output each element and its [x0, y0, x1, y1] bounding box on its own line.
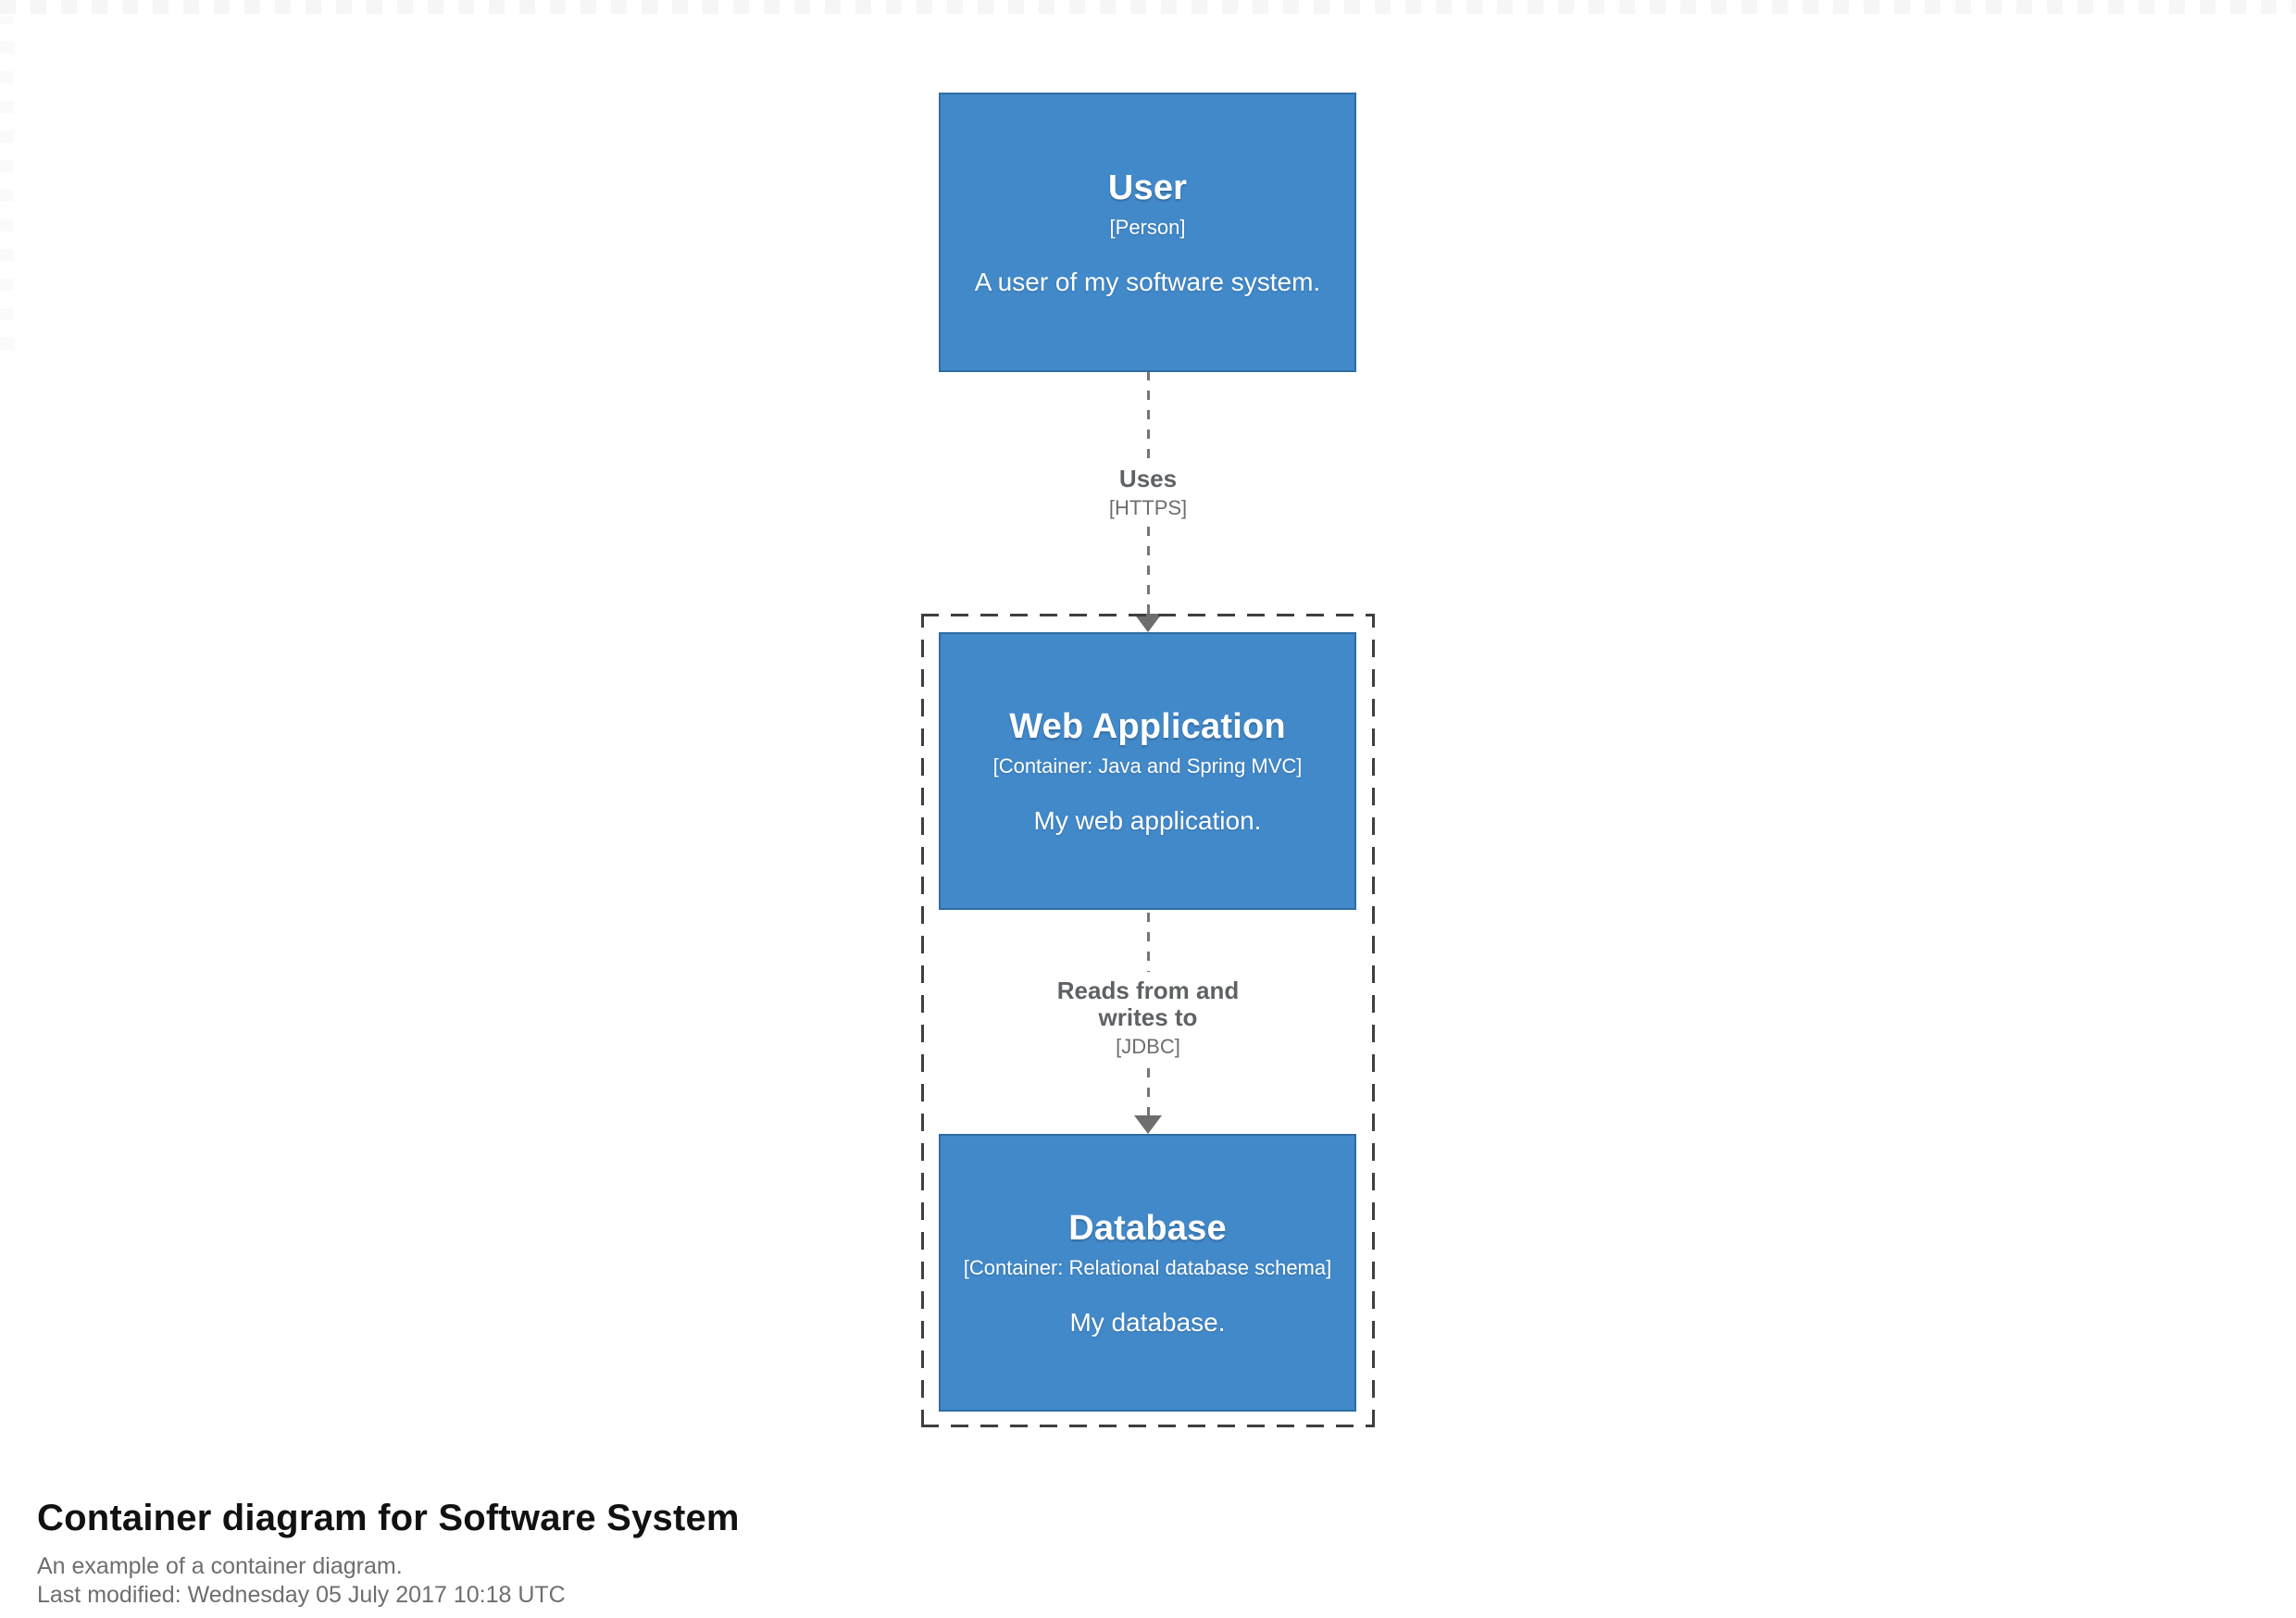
element-description: My database. — [1069, 1307, 1226, 1337]
relationship-name: Reads from and writes to — [1056, 977, 1240, 1032]
relationship-label-uses[interactable]: Uses [HTTPS] — [1009, 460, 1287, 527]
element-name: Web Application — [1009, 706, 1286, 746]
element-web-application[interactable]: Web Application [Container: Java and Spr… — [939, 632, 1356, 910]
diagram-metadata: Container diagram for Software System An… — [37, 1498, 1148, 1609]
element-description: A user of my software system. — [974, 267, 1321, 296]
page-title: Container diagram for Software System — [37, 1498, 740, 1538]
element-name: Database — [1068, 1208, 1227, 1248]
element-metadata: [Person] — [1109, 215, 1186, 239]
relationship-label-reads-writes[interactable]: Reads from and writes to [JDBC] — [1009, 972, 1287, 1065]
element-user[interactable]: User [Person] A user of my software syst… — [939, 93, 1356, 372]
diagram-subtitle: An example of a container diagram. — [37, 1553, 403, 1579]
element-metadata: [Container: Relational database schema] — [963, 1255, 1332, 1279]
page-edge-pattern-left — [0, 17, 14, 350]
page-edge-pattern-top — [0, 0, 2296, 14]
relationship-technology: [JDBC] — [1116, 1035, 1180, 1059]
element-name: User — [1107, 168, 1188, 207]
last-modified-text: Last modified: Wednesday 05 July 2017 10… — [37, 1581, 566, 1608]
element-metadata: [Container: Java and Spring MVC] — [992, 753, 1303, 778]
element-database[interactable]: Database [Container: Relational database… — [939, 1134, 1356, 1412]
arrowhead-icon — [1134, 1115, 1162, 1134]
relationship-name: Uses — [1118, 465, 1178, 492]
element-description: My web application. — [1033, 805, 1262, 835]
relationship-technology: [HTTPS] — [1108, 496, 1188, 520]
